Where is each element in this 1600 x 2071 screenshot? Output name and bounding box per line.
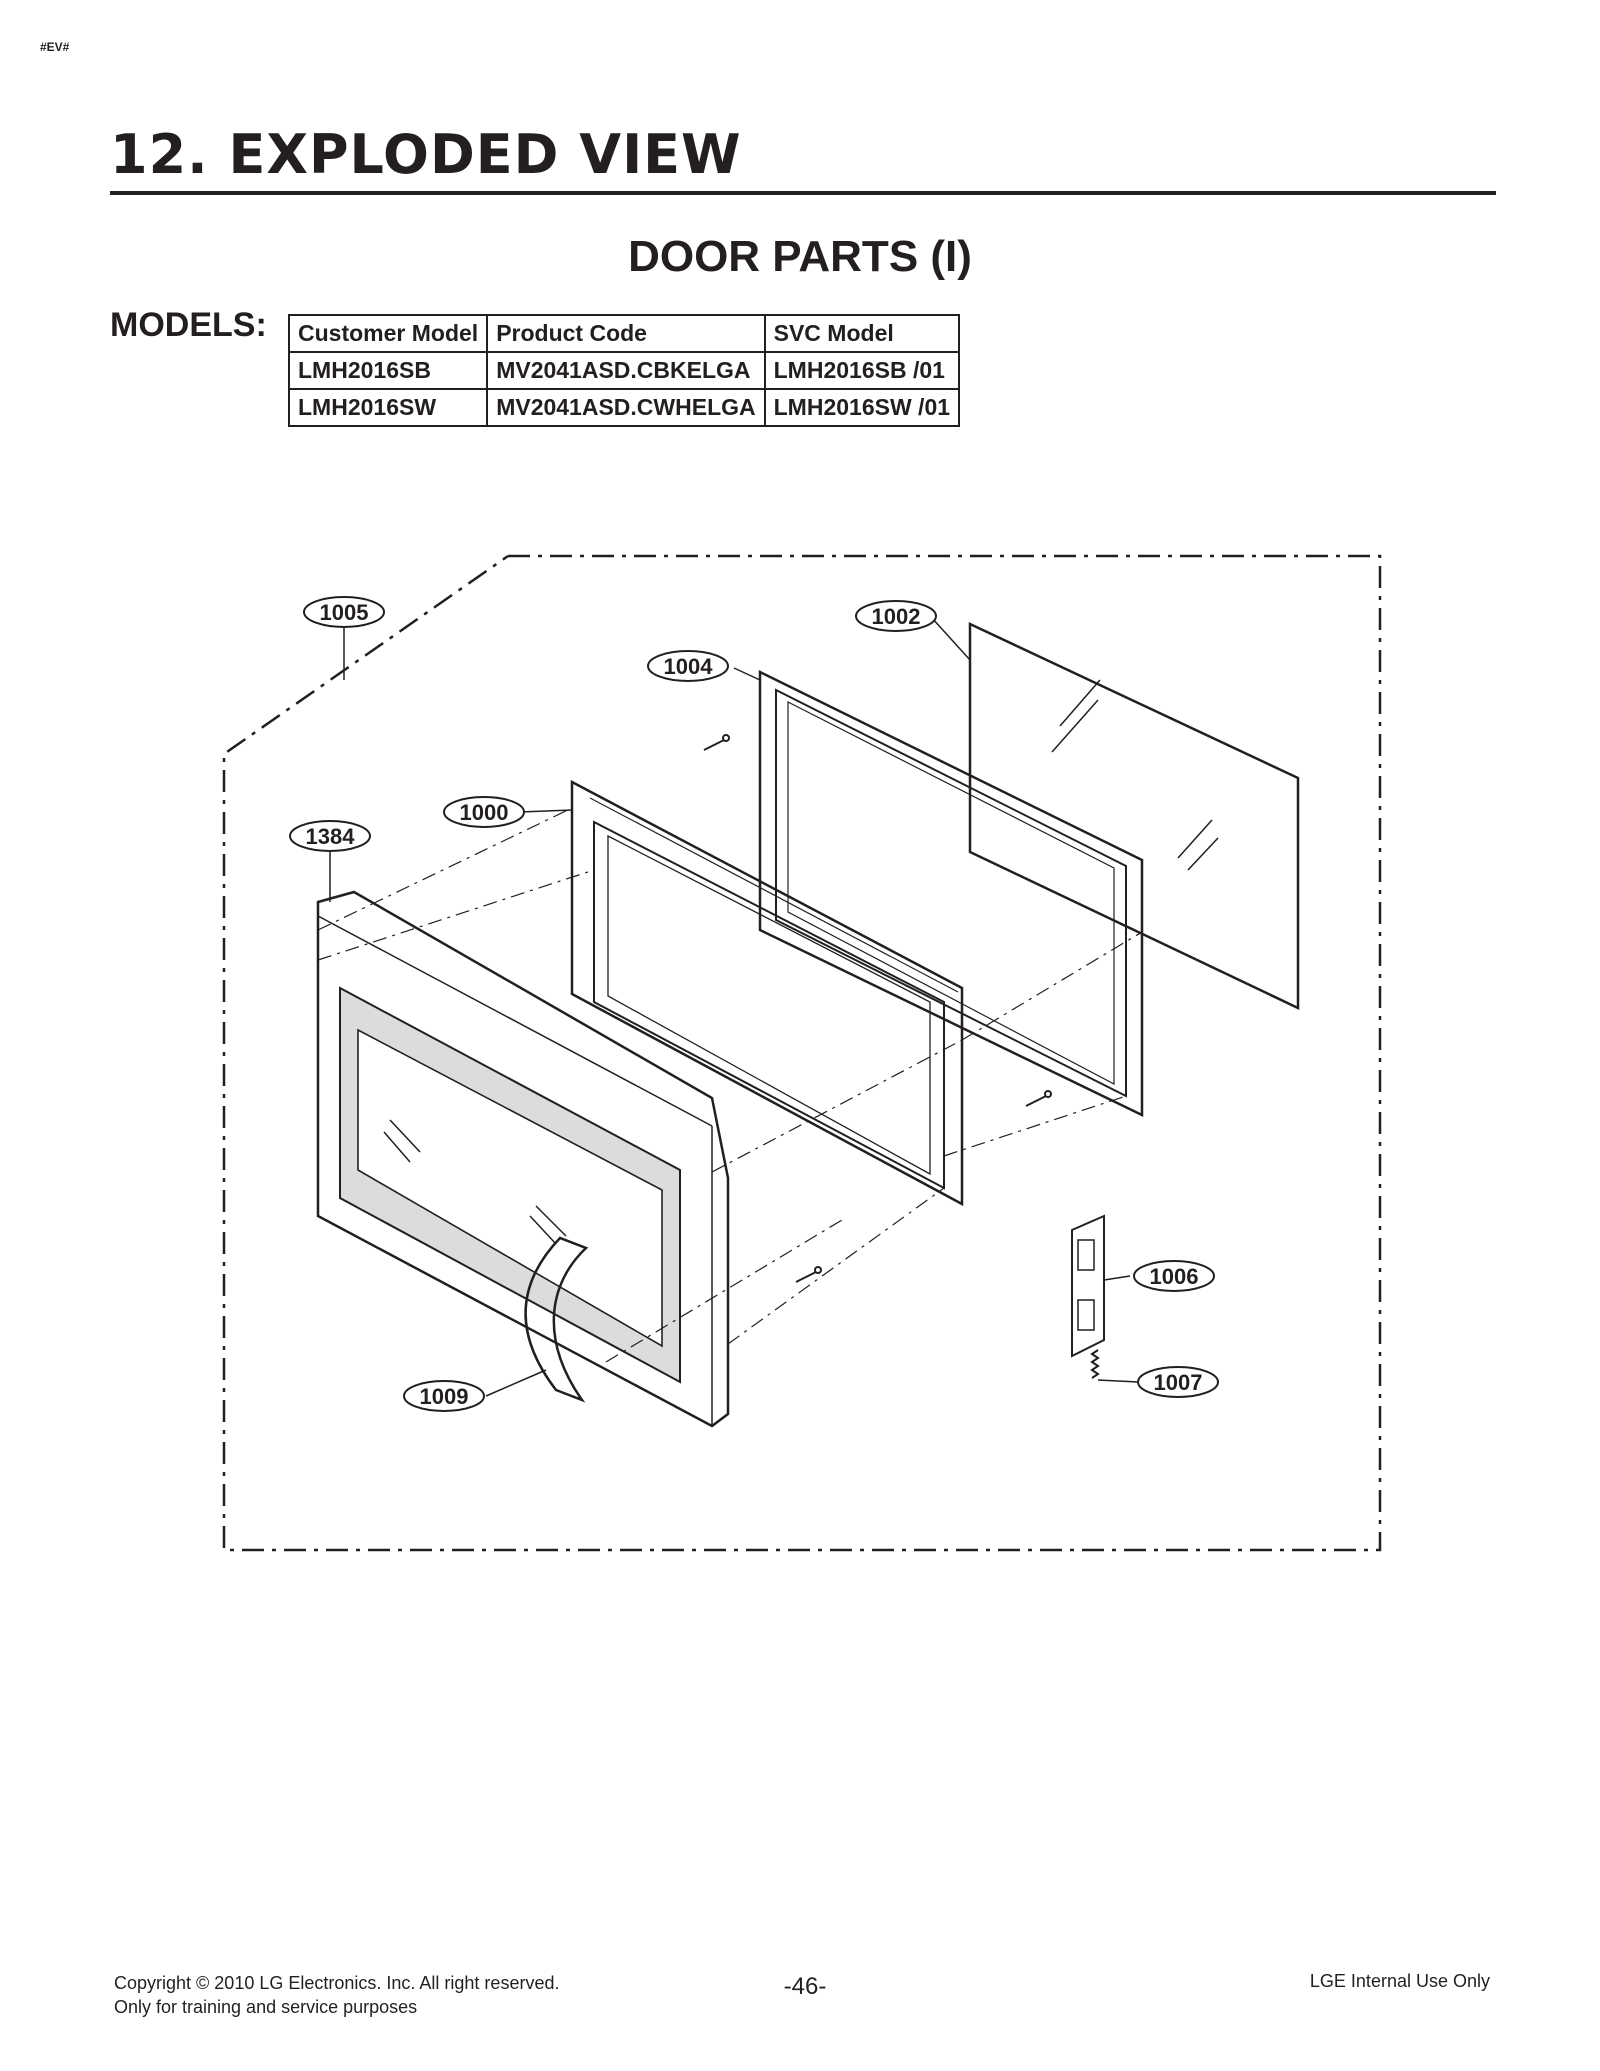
column-header: Customer Model [287,314,489,353]
glass-panel-1002 [968,622,1300,1010]
door-panel-1384 [316,890,730,1428]
footer-copyright-block: Copyright © 2010 LG Electronics. Inc. Al… [114,1971,559,2019]
table-header-row: Customer Model Product Code SVC Model [287,314,961,353]
page-subtitle: DOOR PARTS (I) [628,232,972,281]
section-title: 12. EXPLODED VIEW [110,123,742,186]
footer-internal-note: LGE Internal Use Only [1309,1971,1490,1991]
leader-lines [329,617,1139,1397]
footer-copyright: Copyright © 2010 LG Electronics. Inc. Al… [114,1973,560,1993]
title-rule [110,191,1496,195]
callout-label-1000: 1000 [460,800,509,825]
table-row: LMH2016SW MV2041ASD.CWHELGA LMH2016SW /0… [287,388,961,427]
callout-label-1009: 1009 [420,1384,469,1409]
callout-label-1007: 1007 [1154,1370,1203,1395]
callout-label-1005: 1005 [320,600,369,625]
models-label: MODELS: [110,306,267,344]
door-frame-1000 [570,779,964,1207]
table-cell: LMH2016SB /01 [763,351,961,390]
assembly-boundary [222,554,1382,1552]
table-row: LMH2016SB MV2041ASD.CBKELGA LMH2016SB /0… [287,351,961,390]
callout-bubbles [289,596,1219,1412]
screw-icon [703,734,1052,1283]
table-cell: LMH2016SB [287,351,489,390]
callout-label-1006: 1006 [1150,1264,1199,1289]
callout-label-1004: 1004 [664,654,714,679]
table-cell: LMH2016SW [287,388,489,427]
page-number: -46- [783,1973,827,2000]
handle-1009 [524,1236,589,1403]
exploded-view-diagram: 1005 1002 1004 1000 1384 1006 1007 1009 [222,554,1382,1552]
spring-1007 [1090,1349,1100,1379]
assembly-lines [317,807,1143,1363]
latch-1006 [1071,1214,1105,1358]
table-cell: MV2041ASD.CWHELGA [486,388,766,427]
table-cell: MV2041ASD.CBKELGA [486,351,766,390]
callout-label-1002: 1002 [872,604,921,629]
document-tag: #EV# [40,40,70,54]
choke-frame-1004 [758,669,1144,1117]
footer-purpose: Only for training and service purposes [114,1997,418,2017]
column-header: SVC Model [763,314,961,353]
callout-label-1384: 1384 [306,824,356,849]
column-header: Product Code [486,314,766,353]
table-cell: LMH2016SW /01 [763,388,961,427]
models-table: Customer Model Product Code SVC Model LM… [287,314,961,427]
